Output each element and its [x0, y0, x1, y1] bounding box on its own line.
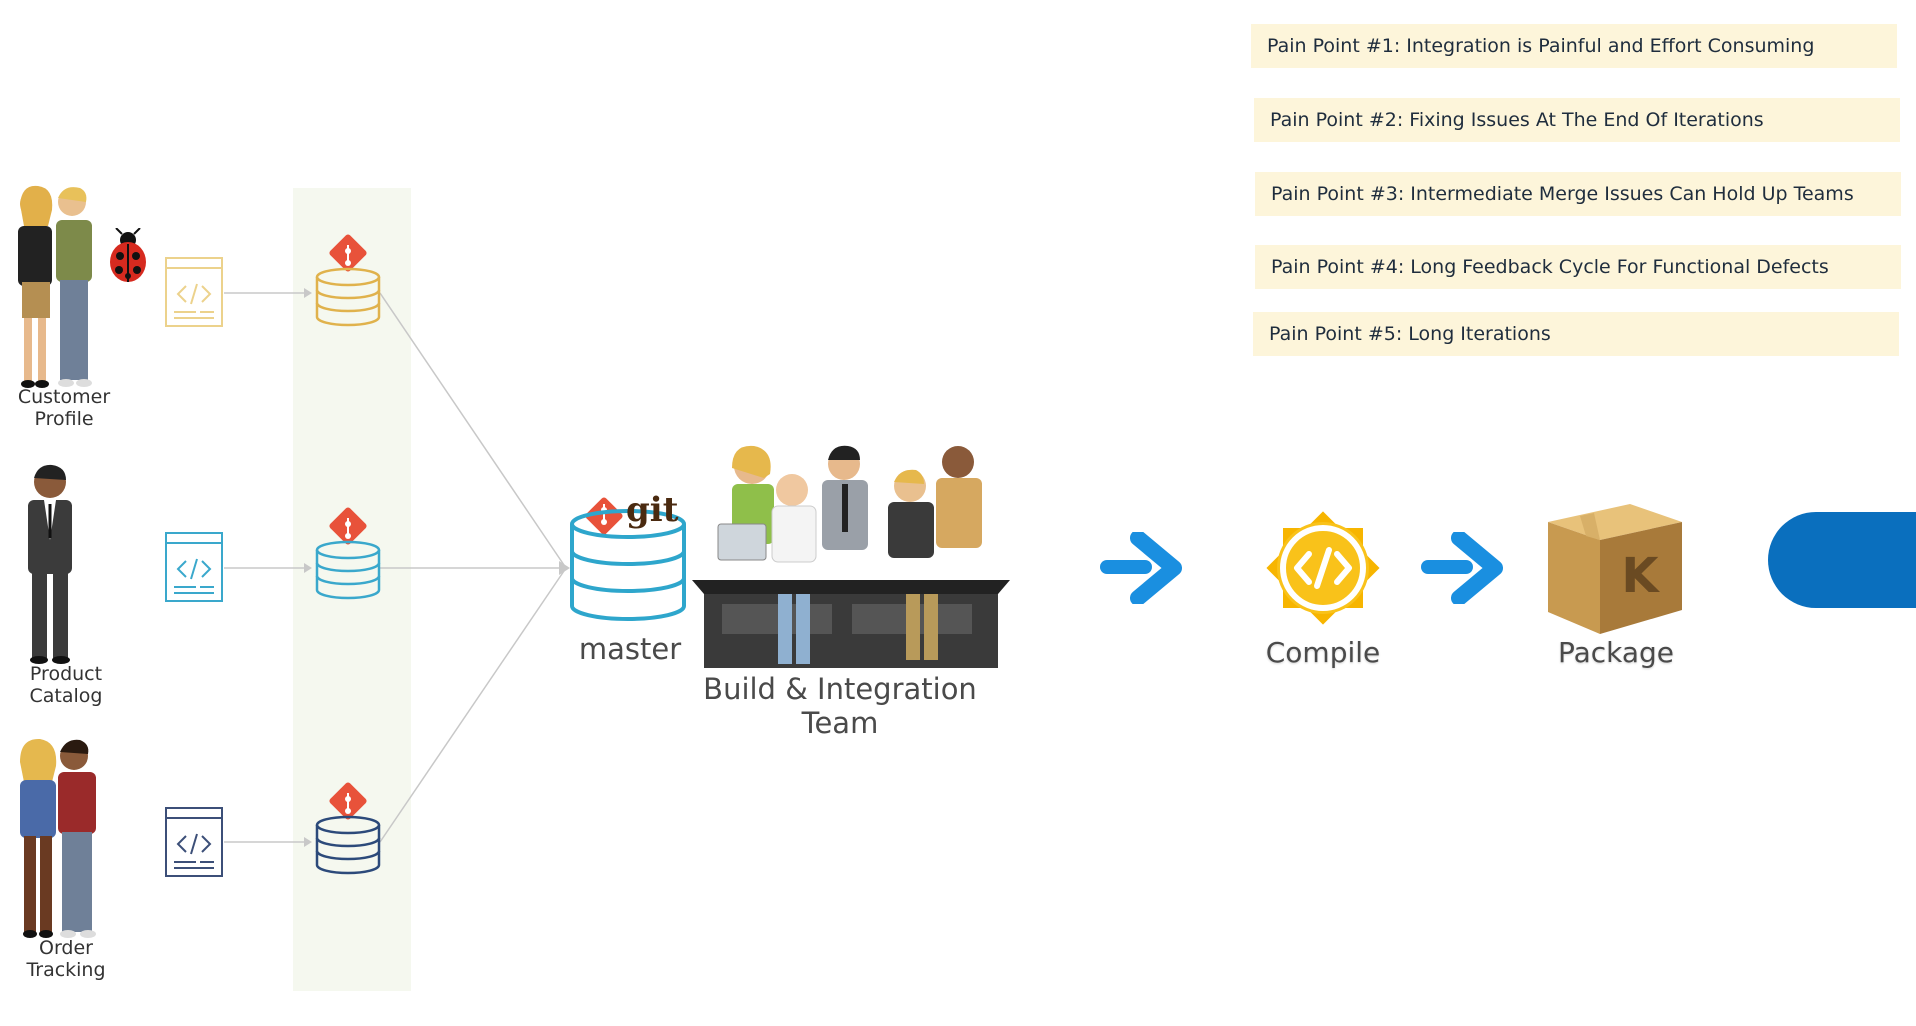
right-arrow-icon [1098, 532, 1184, 604]
repository-lane [293, 188, 411, 991]
pain-point-4: Pain Point #4: Long Feedback Cycle For F… [1255, 245, 1901, 289]
git-repo-icon [313, 506, 383, 602]
build-integration-team-label: Build & Integration Team [703, 672, 977, 740]
team-label-product-catalog: Product Catalog [29, 663, 103, 707]
package-label: Package [1557, 636, 1675, 669]
ladybug-icon [106, 228, 150, 286]
package-box-icon: K [1540, 500, 1688, 638]
git-repo-icon [313, 781, 383, 877]
order-tracking-team-icon [10, 736, 104, 942]
team-label-customer-profile: Customer Profile [17, 386, 111, 430]
code-file-icon [164, 806, 224, 878]
customer-profile-team-icon [8, 182, 100, 392]
right-arrow-icon [1419, 532, 1505, 604]
pain-point-5: Pain Point #5: Long Iterations [1253, 312, 1899, 356]
git-repo-icon [313, 233, 383, 329]
build-integration-team-illustration [692, 444, 1010, 668]
compile-gear-icon [1253, 498, 1393, 638]
next-stage-pill [1768, 512, 1916, 608]
code-file-icon [164, 531, 224, 603]
pain-points-list: Pain Point #1: Integration is Painful an… [1251, 24, 1901, 360]
pain-point-1: Pain Point #1: Integration is Painful an… [1251, 24, 1897, 68]
master-label: master [578, 632, 682, 666]
master-git-repo-icon [568, 494, 692, 630]
compile-label: Compile [1265, 636, 1381, 669]
code-file-icon [164, 256, 224, 328]
pain-point-2: Pain Point #2: Fixing Issues At The End … [1254, 98, 1900, 142]
git-logo-text: git [626, 490, 679, 530]
team-label-order-tracking: Order Tracking [26, 937, 106, 981]
pain-point-3: Pain Point #3: Intermediate Merge Issues… [1255, 172, 1901, 216]
svg-text:K: K [1621, 548, 1660, 604]
product-catalog-team-icon [18, 460, 84, 666]
